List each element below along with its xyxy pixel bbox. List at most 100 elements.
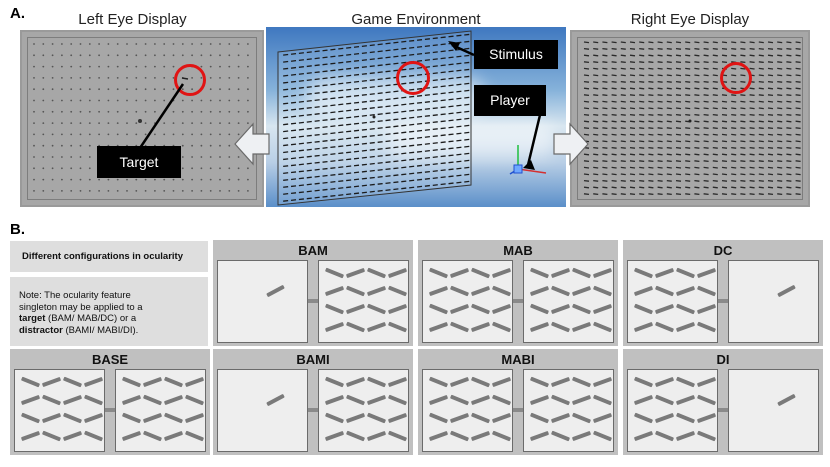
search-bar bbox=[164, 377, 183, 388]
config-tile-base: BASE bbox=[10, 349, 210, 455]
search-bar bbox=[676, 413, 695, 424]
search-bar bbox=[572, 322, 591, 332]
search-bar bbox=[572, 431, 591, 441]
search-bar bbox=[429, 431, 448, 441]
eye-connector bbox=[718, 408, 728, 412]
search-bar bbox=[593, 377, 612, 387]
search-bar bbox=[655, 322, 674, 333]
search-bar bbox=[655, 431, 674, 442]
search-bar bbox=[325, 268, 344, 279]
search-bar bbox=[492, 304, 511, 314]
search-bar bbox=[367, 377, 386, 388]
configurations-heading: Different configurations in ocularity bbox=[22, 251, 183, 262]
search-bar bbox=[471, 322, 490, 332]
search-bar bbox=[697, 431, 716, 442]
search-bar bbox=[429, 413, 448, 424]
search-bar bbox=[367, 395, 386, 405]
search-bar bbox=[21, 413, 40, 424]
search-bar bbox=[164, 395, 183, 405]
search-bar bbox=[492, 268, 511, 278]
search-bar bbox=[367, 413, 386, 424]
search-bar bbox=[367, 322, 386, 332]
search-bar bbox=[655, 268, 674, 278]
search-bar bbox=[634, 413, 653, 424]
search-bar bbox=[122, 377, 141, 388]
search-bar bbox=[593, 304, 612, 314]
search-bar bbox=[450, 431, 469, 442]
search-bar bbox=[325, 395, 344, 405]
config-title: BAMI bbox=[213, 352, 413, 367]
search-bar bbox=[655, 304, 674, 314]
eye-connector bbox=[308, 299, 318, 303]
config-tile-dc: DC bbox=[623, 240, 823, 346]
singleton-bar bbox=[266, 285, 285, 297]
search-bar bbox=[634, 304, 653, 315]
note-target: target bbox=[19, 313, 45, 324]
right-eye-square bbox=[728, 260, 819, 343]
search-bar bbox=[84, 413, 103, 423]
search-bar bbox=[676, 286, 695, 296]
search-bar bbox=[492, 413, 511, 423]
search-bar bbox=[185, 377, 204, 387]
search-bar bbox=[572, 268, 591, 279]
right-eye-square bbox=[523, 260, 614, 343]
eye-connector bbox=[513, 299, 523, 303]
search-bar bbox=[551, 413, 570, 423]
search-bar bbox=[492, 286, 511, 297]
search-bar bbox=[492, 322, 511, 333]
eye-connector bbox=[308, 408, 318, 412]
search-bar bbox=[551, 322, 570, 333]
search-bar bbox=[551, 268, 570, 278]
search-bar bbox=[492, 431, 511, 442]
search-bar bbox=[325, 377, 344, 388]
left-eye-square bbox=[422, 260, 513, 343]
search-bar bbox=[185, 431, 204, 442]
search-bar bbox=[530, 268, 549, 279]
left-eye-square bbox=[14, 369, 105, 452]
config-title: BAM bbox=[213, 243, 413, 258]
search-bar bbox=[346, 268, 365, 278]
left-eye-square bbox=[217, 369, 308, 452]
search-bar bbox=[676, 377, 695, 388]
search-bar bbox=[471, 304, 490, 315]
search-bar bbox=[551, 304, 570, 314]
search-bar bbox=[185, 413, 204, 423]
search-bar bbox=[429, 377, 448, 388]
search-bar bbox=[325, 322, 344, 332]
search-bar bbox=[634, 395, 653, 405]
singleton-bar bbox=[266, 394, 285, 406]
right-eye-square bbox=[318, 369, 409, 452]
search-bar bbox=[697, 322, 716, 333]
search-bar bbox=[676, 304, 695, 315]
search-bar bbox=[143, 413, 162, 423]
search-bar bbox=[655, 395, 674, 406]
search-bar bbox=[697, 286, 716, 297]
search-bar bbox=[346, 377, 365, 387]
search-bar bbox=[367, 304, 386, 315]
search-bar bbox=[21, 431, 40, 441]
search-bar bbox=[367, 431, 386, 441]
search-bar bbox=[530, 413, 549, 424]
eye-connector bbox=[513, 408, 523, 412]
search-bar bbox=[530, 431, 549, 441]
search-bar bbox=[697, 413, 716, 423]
search-bar bbox=[42, 395, 61, 406]
section-b-label: B. bbox=[10, 221, 25, 238]
search-bar bbox=[572, 395, 591, 405]
callout-pointers bbox=[0, 0, 830, 220]
left-eye-square bbox=[627, 260, 718, 343]
config-tile-mab: MAB bbox=[418, 240, 618, 346]
search-bar bbox=[388, 268, 407, 278]
search-bar bbox=[143, 431, 162, 442]
config-title: MAB bbox=[418, 243, 618, 258]
search-bar bbox=[676, 395, 695, 405]
search-bar bbox=[164, 431, 183, 441]
search-bar bbox=[185, 395, 204, 406]
search-bar bbox=[63, 431, 82, 441]
search-bar bbox=[388, 322, 407, 333]
search-bar bbox=[530, 322, 549, 332]
search-bar bbox=[143, 377, 162, 387]
search-bar bbox=[388, 431, 407, 442]
search-bar bbox=[471, 377, 490, 388]
target-callout: Target bbox=[97, 146, 181, 178]
